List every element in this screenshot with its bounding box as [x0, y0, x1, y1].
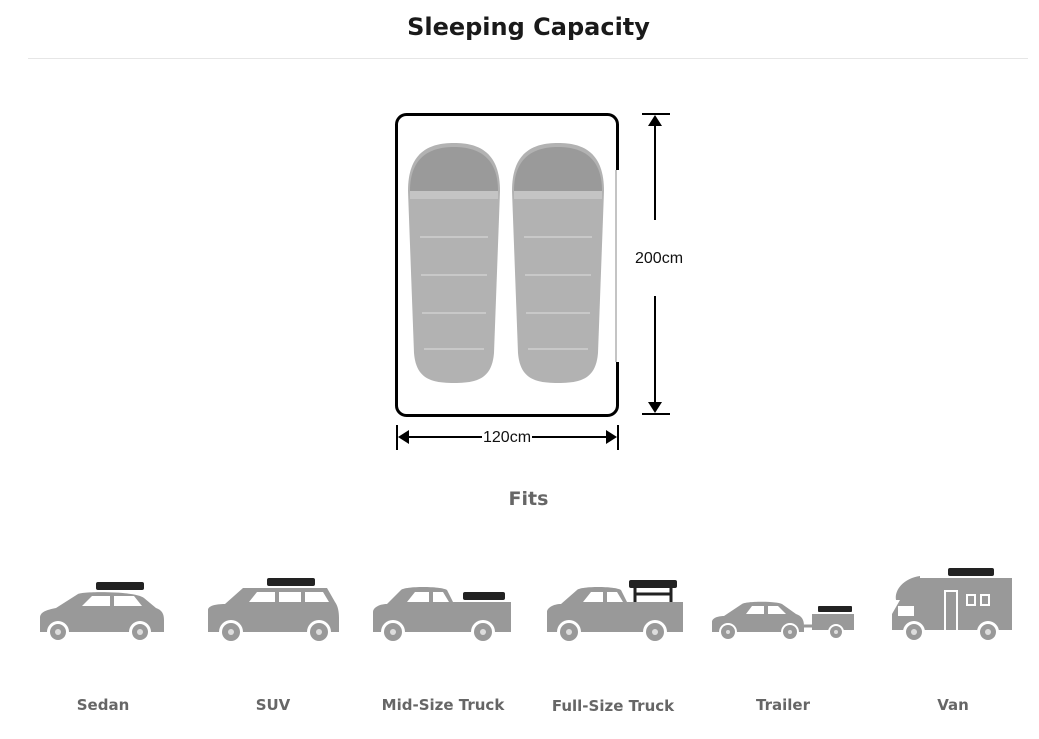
- divider: [28, 58, 1028, 59]
- mid-size-truck-icon: [373, 587, 511, 644]
- suv-icon: [208, 578, 339, 644]
- page-title: Sleeping Capacity: [407, 13, 650, 41]
- vehicle-label-van: Van: [937, 696, 969, 714]
- fits-heading: Fits: [508, 488, 549, 510]
- sleeping-bag-icon: [512, 143, 604, 383]
- vehicle-label-sedan: Sedan: [76, 696, 130, 714]
- height-dimension-arrow: [642, 113, 670, 415]
- vehicle-label-suv: SUV: [255, 696, 291, 714]
- van-icon: [892, 568, 1012, 643]
- vehicle-label-mid-size-truck: Mid-Size Truck: [381, 696, 505, 714]
- vehicle-label-trailer: Trailer: [756, 696, 810, 714]
- vehicle-label-full-size-truck: Full-Size Truck: [551, 697, 675, 715]
- trailer-icon: [712, 601, 854, 641]
- sleeping-area-diagram: [395, 113, 670, 450]
- sedan-icon: [40, 582, 164, 643]
- width-label: 120cm: [482, 429, 533, 447]
- height-label: 200cm: [635, 250, 684, 268]
- sleeping-bag-icon: [408, 143, 500, 383]
- full-size-truck-icon: [547, 580, 683, 644]
